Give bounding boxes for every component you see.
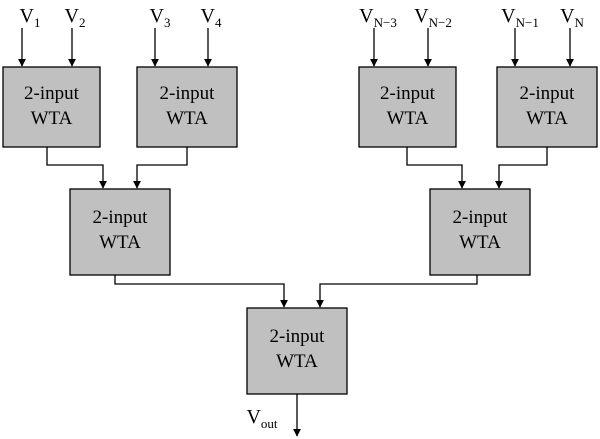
wire-l1d-l2right bbox=[495, 147, 548, 189]
svg-text:2-input: 2-input bbox=[93, 207, 149, 228]
wta-block-l1-b: 2-input WTA bbox=[136, 66, 238, 148]
wta-block-final: 2-input WTA bbox=[246, 307, 348, 395]
svg-text:WTA: WTA bbox=[459, 232, 501, 253]
wta-block-l2-right: 2-input WTA bbox=[429, 188, 531, 276]
wire-l2right-l3 bbox=[316, 275, 478, 308]
wire-l1c-l2right bbox=[406, 147, 466, 189]
input-label-4: V4 bbox=[201, 5, 222, 30]
svg-text:WTA: WTA bbox=[31, 108, 73, 129]
wire-l1b-l2left bbox=[133, 147, 188, 189]
svg-text:2-input: 2-input bbox=[160, 83, 216, 104]
svg-text:2-input: 2-input bbox=[380, 83, 436, 104]
wta-block-l2-left: 2-input WTA bbox=[69, 188, 171, 276]
input-label-n-3: VN−3 bbox=[359, 5, 397, 30]
input-label-1: V1 bbox=[20, 5, 41, 30]
wta-block-l1-d: 2-input WTA bbox=[496, 66, 598, 148]
input-label-2: V2 bbox=[65, 5, 86, 30]
svg-text:2-input: 2-input bbox=[520, 83, 576, 104]
svg-text:WTA: WTA bbox=[99, 232, 141, 253]
svg-text:2-input: 2-input bbox=[453, 207, 509, 228]
svg-text:WTA: WTA bbox=[166, 108, 208, 129]
wire-l1a-l2left bbox=[46, 147, 107, 189]
wire-l2left-l3 bbox=[114, 275, 288, 308]
input-label-n-2: VN−2 bbox=[414, 5, 452, 30]
output-label: Vout bbox=[246, 406, 277, 431]
input-label-3: V3 bbox=[150, 5, 171, 30]
wta-block-l1-a: 2-input WTA bbox=[2, 66, 101, 148]
input-label-n: VN bbox=[560, 5, 584, 30]
svg-text:WTA: WTA bbox=[276, 351, 318, 372]
svg-text:WTA: WTA bbox=[387, 108, 429, 129]
svg-text:2-input: 2-input bbox=[24, 83, 80, 104]
svg-text:2-input: 2-input bbox=[270, 326, 326, 347]
svg-text:WTA: WTA bbox=[526, 108, 568, 129]
wta-block-l1-c: 2-input WTA bbox=[358, 66, 457, 148]
input-label-n-1: VN−1 bbox=[501, 5, 539, 30]
